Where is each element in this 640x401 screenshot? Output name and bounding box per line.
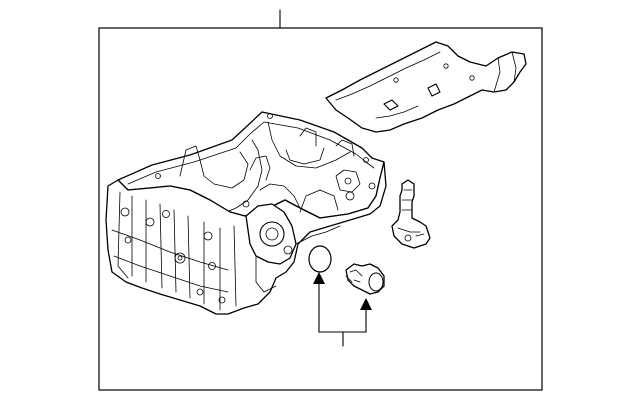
oil-pan-assembly xyxy=(105,111,387,315)
drain-plug-body xyxy=(345,263,385,295)
oil-level-sensor xyxy=(391,179,431,249)
gasket-arrow-icon xyxy=(313,272,325,284)
drain-plug-gasket xyxy=(308,245,332,273)
sensor-body xyxy=(391,179,431,249)
baffle-plate xyxy=(325,41,527,133)
gasket-ring xyxy=(308,245,332,273)
callout-bracket xyxy=(313,272,372,347)
filter-housing xyxy=(245,203,297,265)
drain-plug xyxy=(345,263,385,295)
flange-inner-edge xyxy=(127,121,375,185)
oil-pan-baffle xyxy=(325,41,527,133)
assembly-frame xyxy=(98,27,543,391)
plug-arrow-icon xyxy=(360,298,372,310)
